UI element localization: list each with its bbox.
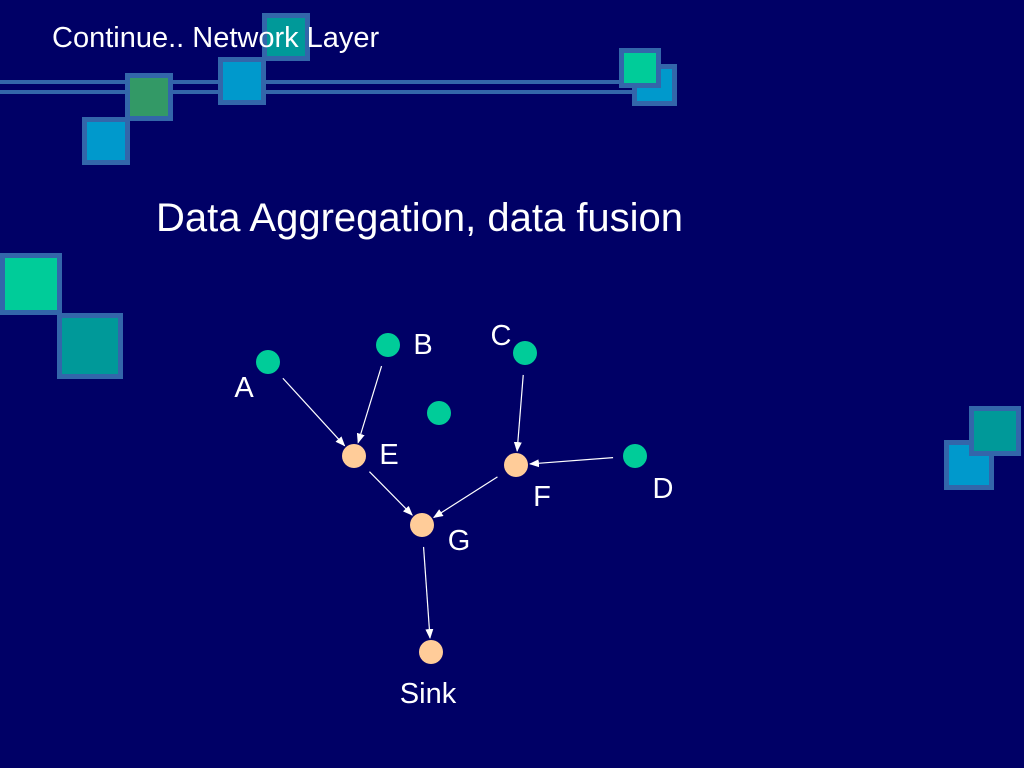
node-label-g: G <box>448 525 471 557</box>
decor-square <box>969 406 1021 456</box>
node-e <box>342 444 366 468</box>
edge-d-f <box>528 457 614 468</box>
decor-square <box>0 253 62 315</box>
node-label-sink: Sink <box>400 678 457 710</box>
node-d <box>623 444 647 468</box>
node-c <box>513 341 537 365</box>
node-label-c: C <box>491 320 512 352</box>
node-unlabeled <box>427 401 451 425</box>
decor-square <box>57 313 123 379</box>
node-g <box>410 513 434 537</box>
edge-g-sink <box>422 546 434 640</box>
node-label-b: B <box>413 329 432 361</box>
node-sink <box>419 640 443 664</box>
node-f <box>504 453 528 477</box>
node-a <box>256 350 280 374</box>
edge-e-g <box>369 471 413 516</box>
decor-square <box>619 48 661 88</box>
node-label-f: F <box>533 481 551 513</box>
decor-square <box>262 13 310 61</box>
edge-a-e <box>282 377 346 447</box>
edge-b-e <box>356 365 383 444</box>
decor-square <box>125 73 173 121</box>
node-label-d: D <box>653 473 674 505</box>
node-b <box>376 333 400 357</box>
decor-line-top <box>0 80 650 84</box>
header-title: Continue.. Network Layer <box>52 22 380 54</box>
decor-square <box>82 117 130 165</box>
decor-square <box>218 57 266 105</box>
edge-f-g <box>432 476 498 519</box>
node-label-e: E <box>379 439 398 471</box>
edge-c-f <box>513 374 524 453</box>
slide-title: Data Aggregation, data fusion <box>156 196 684 240</box>
decor-line-bottom <box>0 90 650 94</box>
node-label-a: A <box>234 372 254 404</box>
